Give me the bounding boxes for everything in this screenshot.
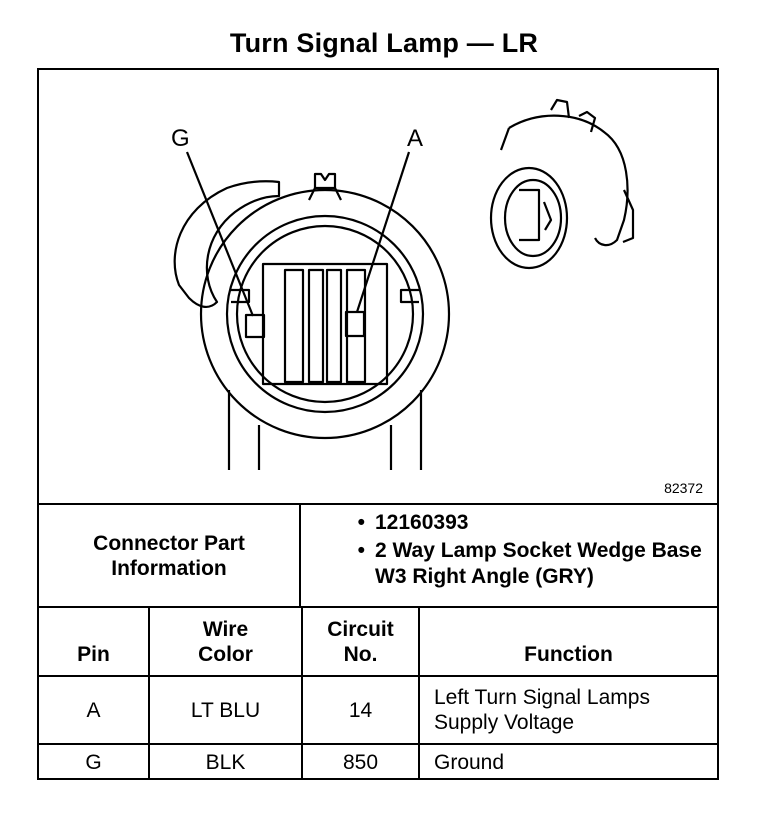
part-number: 12160393 (375, 511, 469, 534)
part-description: 2 Way Lamp Socket Wedge Base W3 Right An… (375, 539, 702, 588)
diagram-frame: G A 82372 Connector Part Information • 1… (37, 68, 719, 780)
header-wire-color: Wire Color (198, 617, 253, 666)
table-row-wire-color: BLK (205, 751, 246, 774)
connector-drawing: G A (171, 98, 635, 470)
pin-a-contact (344, 310, 366, 338)
table-row-function: Ground (434, 751, 505, 774)
header-circuit-no: Circuit No. (327, 617, 394, 666)
table-row-function: Left Turn Signal Lamps Supply Voltage (434, 686, 650, 734)
leader-line-a (355, 151, 411, 313)
table-row-wire-color: LT BLU (190, 698, 261, 722)
list-item: • 12160393 (339, 510, 717, 536)
divider (39, 503, 717, 505)
divider (39, 743, 717, 745)
bullet-icon: • (357, 539, 365, 562)
divider (39, 675, 717, 677)
leader-line-g (185, 151, 255, 317)
header-function: Function (524, 643, 613, 666)
divider (39, 606, 717, 608)
pin-label-a: A (407, 125, 423, 152)
connector-info-label: Connector Part Information (93, 531, 245, 580)
pin-label-g: G (171, 125, 190, 152)
socket-front-view (173, 172, 451, 470)
socket-perspective-view (489, 98, 635, 270)
table-row-circuit-no: 850 (342, 751, 379, 774)
bullet-icon: • (357, 511, 365, 534)
divider (299, 505, 301, 606)
list-item: • 2 Way Lamp Socket Wedge Base W3 Right … (339, 538, 717, 590)
page-title: Turn Signal Lamp — LR (229, 28, 539, 58)
divider (301, 608, 303, 780)
table-row-pin: G (85, 751, 102, 774)
figure-number: 82372 (664, 480, 703, 496)
header-pin: Pin (77, 643, 110, 666)
pin-g-contact (244, 313, 266, 339)
table-row-pin: A (86, 698, 101, 722)
divider (418, 608, 420, 780)
table-row-circuit-no: 14 (348, 698, 373, 722)
divider (148, 608, 150, 780)
connector-info-list: • 12160393 • 2 Way Lamp Socket Wedge Bas… (339, 510, 717, 590)
